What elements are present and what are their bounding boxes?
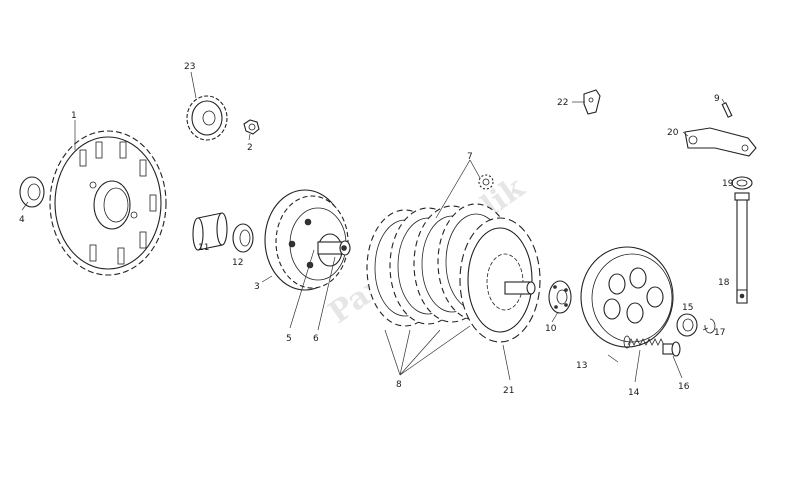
callout-18: 18 — [718, 278, 730, 288]
part-18-release-shaft[interactable] — [734, 192, 750, 304]
callout-13: 13 — [576, 361, 587, 371]
part-21-pressure-plate[interactable] — [459, 217, 541, 343]
callout-17: 17 — [714, 328, 725, 338]
callout-19: 19 — [722, 179, 734, 189]
part-16-bolt[interactable] — [662, 341, 681, 357]
part-11-bushing[interactable] — [192, 212, 228, 251]
part-10-bearing[interactable] — [548, 280, 572, 314]
callout-labels: 1 2 3 4 5 6 7 8 9 10 11 12 13 14 15 16 1… — [19, 62, 734, 398]
callout-8: 8 — [396, 380, 402, 390]
callout-10: 10 — [545, 324, 557, 334]
part-9-screw[interactable] — [721, 102, 733, 118]
part-4-washer[interactable] — [19, 176, 45, 208]
leader-lines — [21, 71, 733, 383]
callout-1: 1 — [71, 111, 77, 121]
callout-4: 4 — [19, 215, 25, 225]
callout-7: 7 — [467, 152, 473, 162]
part-2-nut[interactable] — [243, 119, 260, 135]
callout-23: 23 — [184, 62, 195, 72]
callout-16: 16 — [678, 382, 690, 392]
callout-5: 5 — [286, 334, 292, 344]
callout-20: 20 — [667, 128, 679, 138]
part-20-release-lever[interactable] — [684, 127, 757, 157]
callout-9: 9 — [714, 94, 720, 104]
callout-2: 2 — [247, 143, 253, 153]
callout-14: 14 — [628, 388, 640, 398]
callout-12: 12 — [232, 258, 243, 268]
part-14-spring[interactable] — [623, 335, 665, 349]
part-3-inner-hub[interactable] — [264, 189, 351, 291]
callout-21: 21 — [503, 386, 514, 396]
callout-11: 11 — [198, 243, 209, 253]
part-19-seal[interactable] — [731, 176, 753, 190]
callout-6: 6 — [313, 334, 319, 344]
part-12-washer[interactable] — [232, 223, 254, 253]
part-13-clutch-cover[interactable] — [580, 246, 674, 348]
part-22-bracket[interactable] — [583, 89, 601, 115]
part-7-small-gear[interactable] — [478, 174, 494, 190]
part-1-clutch-basket[interactable] — [49, 130, 167, 276]
callout-15: 15 — [682, 303, 693, 313]
part-23-sprocket[interactable] — [186, 95, 228, 141]
part-15-washer[interactable] — [676, 313, 698, 337]
callout-22: 22 — [557, 98, 568, 108]
callout-3: 3 — [254, 282, 260, 292]
